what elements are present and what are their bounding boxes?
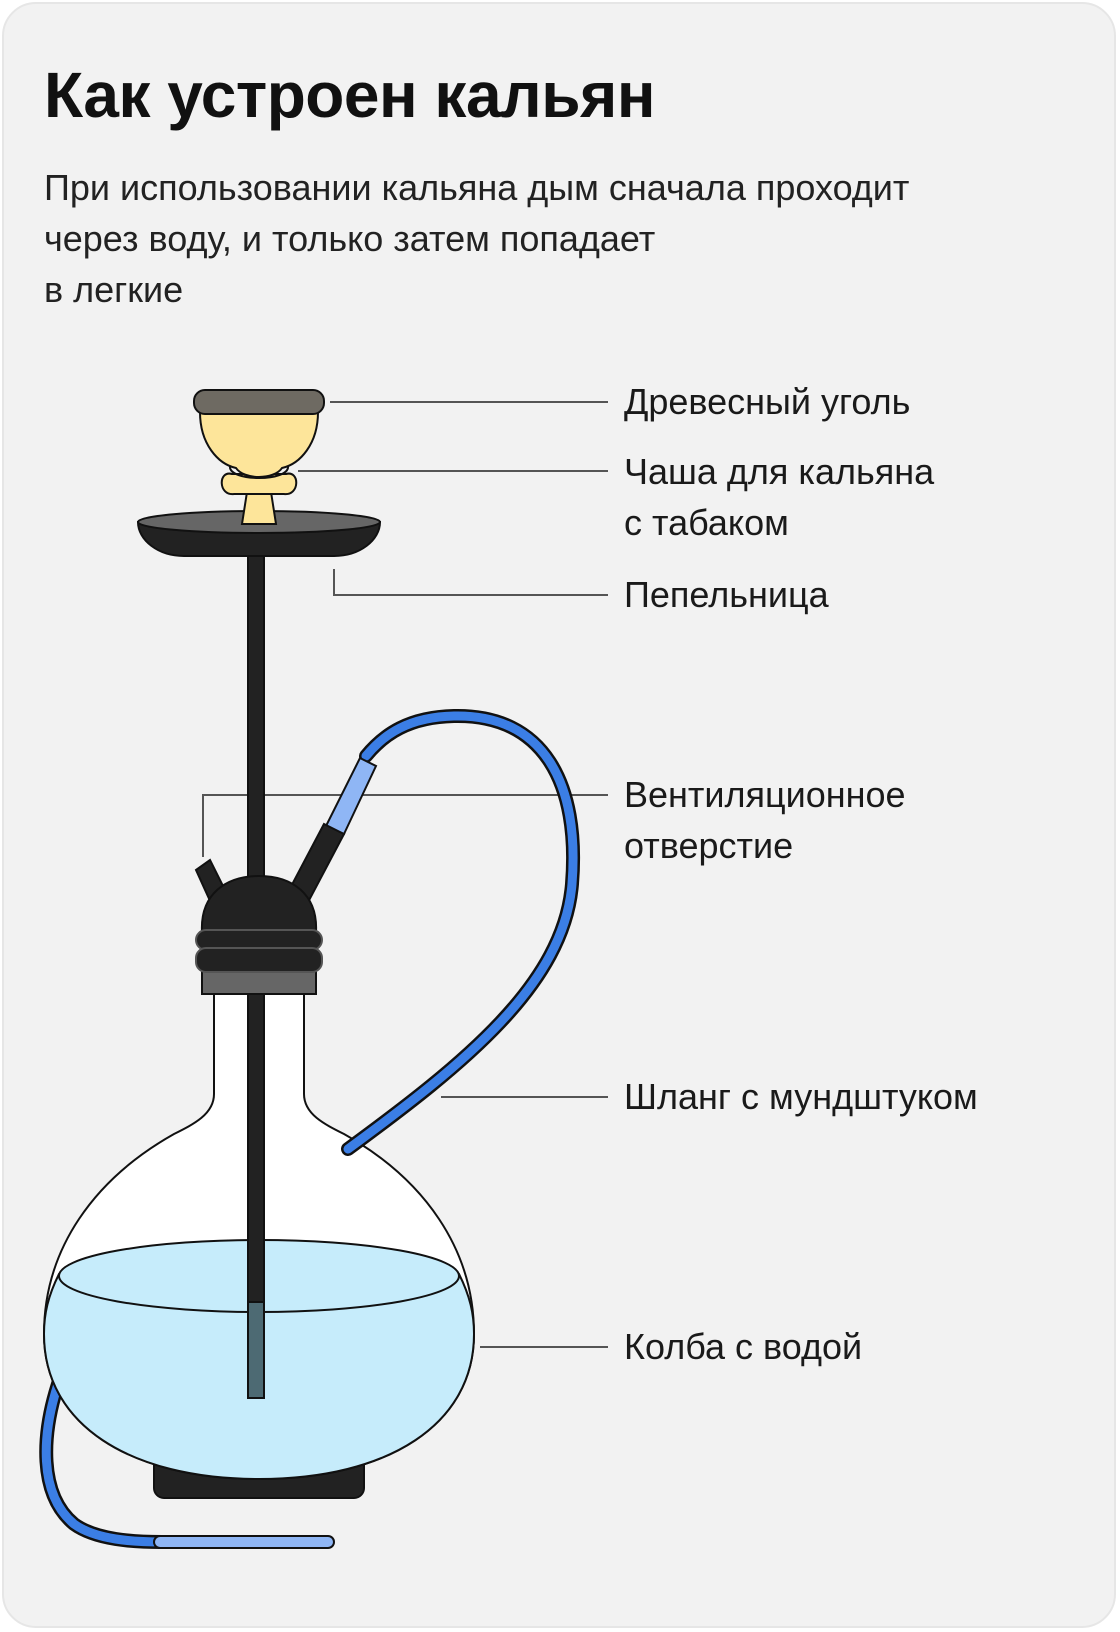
ashtray [136,510,382,557]
label-line: Шланг с мундштуком [624,1076,978,1117]
label-line: Вентиляционное [624,774,906,815]
label-bowl: Чаша для кальяна с табаком [624,446,934,548]
tobacco-bowl [198,411,320,525]
label-ashtray: Пепельница [624,569,829,620]
stem-submerged [247,1301,265,1399]
mouthpiece [153,1535,335,1549]
hookah-body [195,874,323,995]
label-line: Чаша для кальяна [624,451,935,492]
charcoal [193,389,325,415]
label-line: Колба с водой [624,1326,863,1367]
lower-hose [39,1377,335,1549]
page-title: Как устроен кальян [44,59,656,131]
hose [284,708,580,1156]
leader-lines [202,401,608,1348]
label-line: отверстие [624,825,794,866]
subtitle-line: При использовании кальяна дым сначала пр… [44,167,910,208]
page-subtitle: При использовании кальяна дым сначала пр… [44,162,1044,315]
label-line: Пепельница [624,574,829,615]
label-flask: Колба с водой [624,1321,862,1372]
label-charcoal: Древесный уголь [624,376,910,427]
label-hose: Шланг с мундштуком [624,1071,978,1122]
leader-line-ashtray [333,569,608,596]
label-line: с табаком [624,502,789,543]
subtitle-line: через воду, и только затем попадает [44,218,656,259]
leader-line-vent [202,794,608,857]
hookah-diagram [39,389,608,1549]
label-vent: Вентиляционное отверстие [624,769,906,871]
label-line: Древесный уголь [624,381,911,422]
subtitle-line: в легкие [44,269,184,310]
